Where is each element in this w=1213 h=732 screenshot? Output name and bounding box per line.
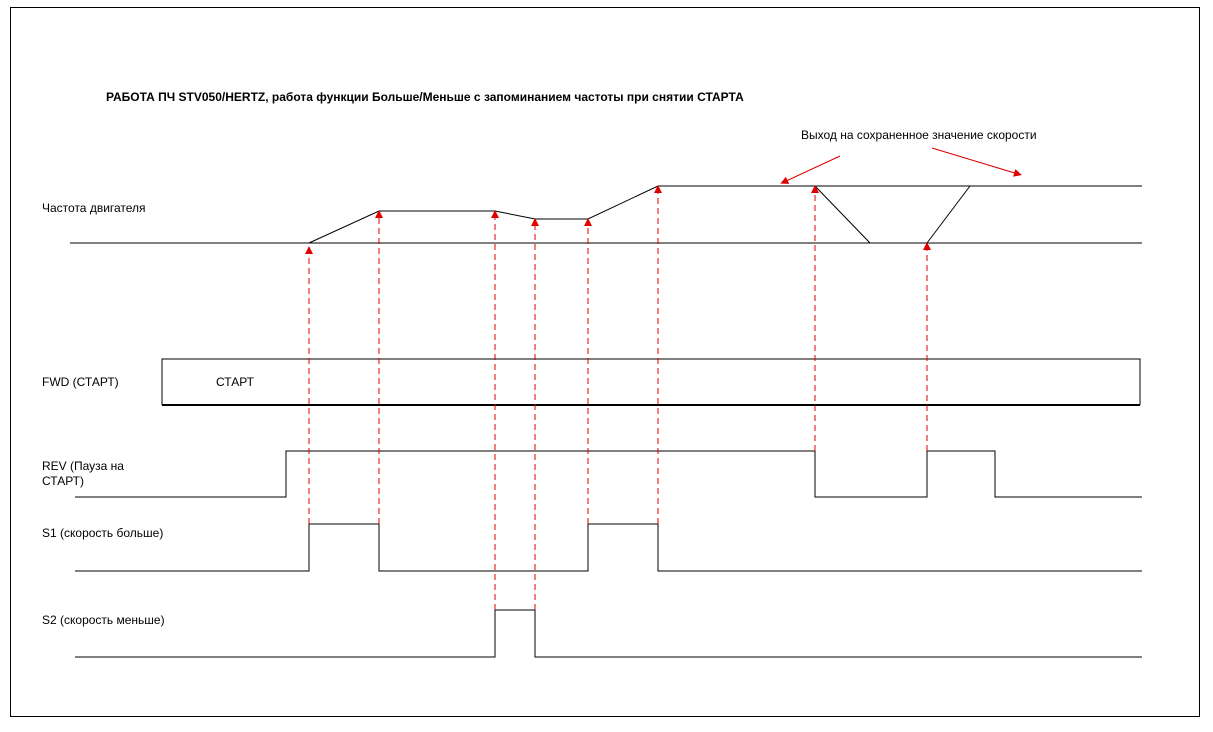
annotation-arrow-right: [931, 147, 1022, 177]
s2-label: S2 (скорость меньше): [42, 613, 165, 627]
rev-label-line2: СТАРТ): [42, 474, 84, 488]
rev-signal: [75, 450, 1142, 498]
frequency-profile: [308, 185, 1142, 244]
s1-signal: [75, 523, 1142, 572]
fwd-start-box-label: СТАРТ: [216, 375, 254, 389]
fwd-label: FWD (СТАРТ): [42, 375, 119, 389]
annotation-label: Выход на сохраненное значение скорости: [801, 128, 1037, 142]
diagram-title: РАБОТА ПЧ STV050/HERTZ, работа функции Б…: [106, 90, 744, 104]
diagram-frame: [10, 7, 1200, 717]
rev-label-line1: REV (Пауза на: [42, 459, 124, 473]
annotation-arrow-left: [780, 155, 841, 184]
frequency-decel-segment: [814, 185, 871, 244]
s1-label: S1 (скорость больше): [42, 526, 164, 540]
fwd-start-pulse: [161, 358, 1141, 405]
s2-signal: [75, 609, 1142, 658]
motor-frequency-label: Частота двигателя: [42, 201, 146, 215]
frequency-accel-segment: [926, 185, 971, 244]
